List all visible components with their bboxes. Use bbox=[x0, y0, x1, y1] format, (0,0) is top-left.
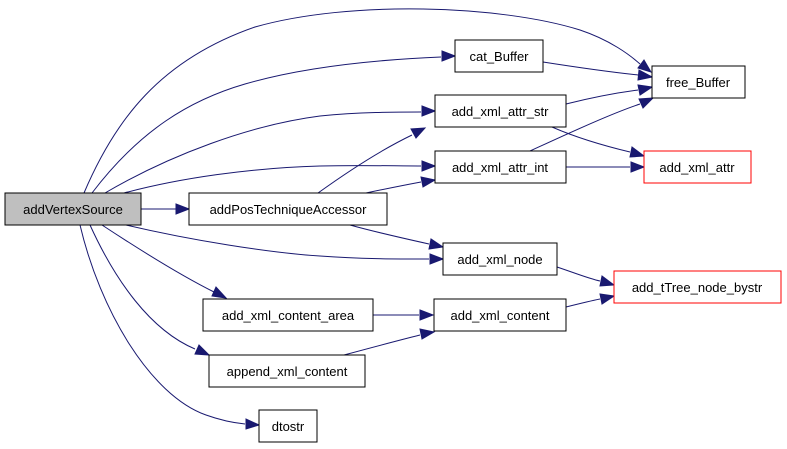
edge-add_xml_attr_str-to-add_xml_attr bbox=[551, 126, 646, 158]
node-add_xml_content[interactable]: add_xml_content bbox=[433, 298, 567, 332]
node-add_xml_node-label: add_xml_node bbox=[457, 252, 542, 267]
node-dtostr-label: dtostr bbox=[272, 419, 305, 434]
edge-addVertexSource-to-free_Buffer bbox=[83, 8, 653, 194]
node-add_xml_attr_int-label: add_xml_attr_int bbox=[452, 160, 548, 175]
node-addPosTechniqueAccessor[interactable]: addPosTechniqueAccessor bbox=[188, 192, 388, 226]
edge-addVertexSource-to-add_xml_content_area bbox=[101, 224, 228, 299]
node-append_xml_content[interactable]: append_xml_content bbox=[208, 354, 366, 388]
node-add_xml_attr_int[interactable]: add_xml_attr_int bbox=[434, 150, 567, 184]
node-add_xml_content-label: add_xml_content bbox=[450, 308, 549, 323]
node-addVertexSource[interactable]: addVertexSource bbox=[4, 192, 142, 226]
node-addVertexSource-label: addVertexSource bbox=[23, 202, 123, 217]
node-add_tTree_node_bystr[interactable]: add_tTree_node_bystr bbox=[613, 270, 782, 304]
node-cat_Buffer-label: cat_Buffer bbox=[469, 49, 529, 64]
edge-add_xml_attr_str-to-free_Buffer bbox=[565, 84, 654, 105]
node-dtostr[interactable]: dtostr bbox=[258, 409, 318, 443]
node-append_xml_content-label: append_xml_content bbox=[227, 364, 348, 379]
node-add_xml_content_area[interactable]: add_xml_content_area bbox=[202, 298, 374, 332]
edge-addPosTechniqueAccessor-to-add_xml_attr_str bbox=[317, 127, 427, 194]
edge-append_xml_content-to-add_xml_content bbox=[343, 328, 436, 356]
node-add_xml_attr_str-label: add_xml_attr_str bbox=[452, 104, 549, 119]
node-cat_Buffer[interactable]: cat_Buffer bbox=[454, 39, 544, 73]
edge-cat_Buffer-to-free_Buffer bbox=[542, 61, 654, 81]
edge-addVertexSource-to-add_xml_attr_str bbox=[104, 105, 437, 194]
edge-addVertexSource-to-cat_Buffer bbox=[91, 50, 457, 194]
node-add_xml_attr-label: add_xml_attr bbox=[659, 160, 735, 175]
edge-addVertexSource-to-add_xml_node bbox=[125, 224, 445, 265]
node-add_xml_content_area-label: add_xml_content_area bbox=[222, 308, 355, 323]
edge-add_xml_node-to-add_tTree_node_bystr bbox=[556, 266, 616, 287]
edge-add_xml_attr_int-to-free_Buffer bbox=[529, 97, 655, 152]
node-free_Buffer[interactable]: free_Buffer bbox=[651, 65, 746, 99]
edge-addVertexSource-to-append_xml_content bbox=[89, 224, 211, 356]
edge-addVertexSource-to-dtostr bbox=[79, 224, 261, 430]
edge-add_xml_attr_int-to-add_xml_attr bbox=[566, 161, 646, 173]
edge-addPosTechniqueAccessor-to-add_xml_attr_int bbox=[365, 176, 437, 194]
node-addPosTechniqueAccessor-label: addPosTechniqueAccessor bbox=[210, 202, 367, 217]
edge-addPosTechniqueAccessor-to-add_xml_node bbox=[349, 224, 445, 250]
node-add_tTree_node_bystr-label: add_tTree_node_bystr bbox=[632, 280, 763, 295]
edge-add_xml_content-to-add_tTree_node_bystr bbox=[565, 293, 616, 308]
node-add_xml_node[interactable]: add_xml_node bbox=[442, 242, 558, 276]
edge-add_xml_content_area-to-add_xml_content bbox=[373, 309, 435, 321]
node-add_xml_attr[interactable]: add_xml_attr bbox=[643, 150, 752, 184]
node-add_xml_attr_str[interactable]: add_xml_attr_str bbox=[434, 94, 567, 128]
edge-addVertexSource-to-addPosTechniqueAccessor bbox=[141, 203, 191, 215]
node-free_Buffer-label: free_Buffer bbox=[666, 75, 731, 90]
edge-addVertexSource-to-add_xml_attr_int bbox=[123, 160, 437, 194]
